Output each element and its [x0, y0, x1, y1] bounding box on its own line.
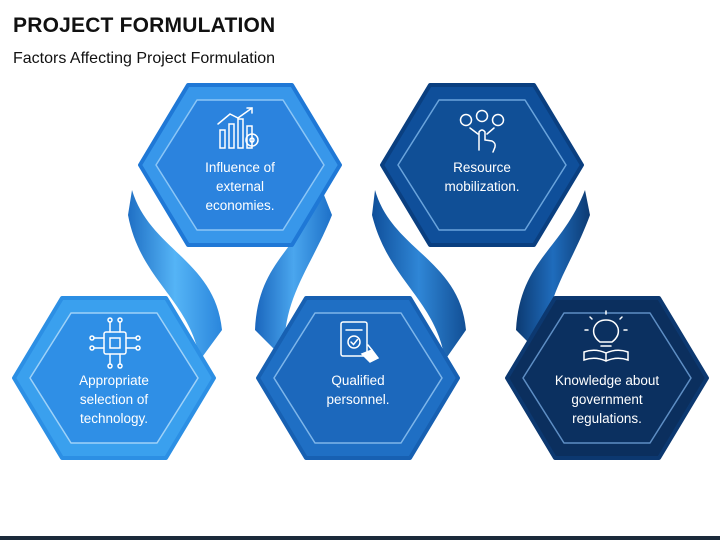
resource-hand-icon [459, 109, 505, 153]
lightbulb-book-icon [583, 310, 629, 362]
hexagon-resource [380, 83, 584, 247]
hexagon-influence [138, 83, 342, 247]
factor-label-resource: Resource mobilization. [444, 160, 520, 194]
ribbon-3-4 [372, 190, 466, 360]
ribbon-1-2 [128, 190, 222, 360]
ribbon-2-3 [255, 190, 332, 360]
factor-label-technology: Appropriate selection of technology. [79, 373, 149, 426]
hexagon-technology [12, 296, 216, 460]
footer-bar [0, 536, 720, 540]
growth-chart-gear-icon [217, 107, 259, 149]
page-subtitle: Factors Affecting Project Formulation [13, 50, 276, 67]
factor-label-personnel: Qualified personnel. [326, 373, 390, 407]
hexagon-personnel [256, 296, 460, 460]
ribbon-4-5 [516, 190, 590, 360]
factor-label-influence: Influence of external economies. [205, 160, 275, 213]
circuit-chip-icon [89, 317, 141, 369]
approved-document-icon [340, 321, 380, 363]
hexagon-regulations [505, 296, 709, 460]
factor-label-regulations: Knowledge about government regulations. [554, 373, 660, 426]
page-title: PROJECT FORMULATION [13, 14, 276, 37]
